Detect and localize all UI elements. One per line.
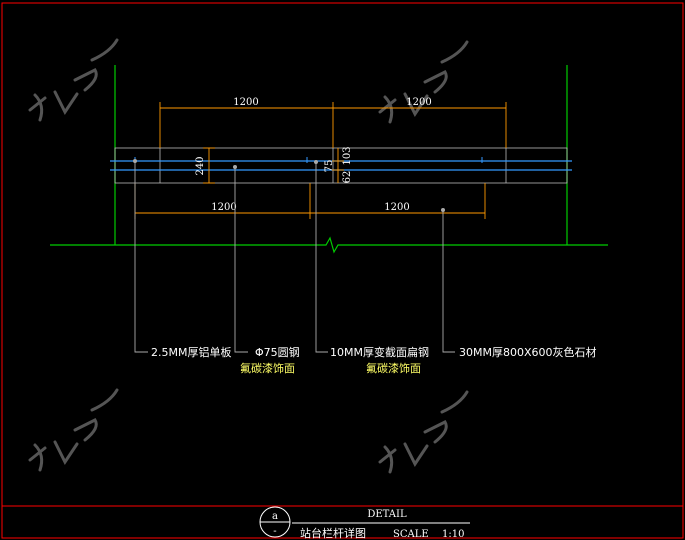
ground-line (50, 236, 608, 254)
label-round-steel: Φ75圆钢 (255, 346, 300, 359)
scale-value: 1:10 (442, 529, 464, 540)
label-flat-steel-finish: 氟碳漆饰面 (366, 361, 421, 375)
drawing-title: 站台栏杆详图 (300, 526, 366, 540)
leader-dot-2 (233, 165, 237, 169)
dimension-vertical (203, 147, 344, 184)
leader-dot-3 (314, 160, 318, 164)
label-aluminium-panel: 2.5MM厚铝单板 (151, 345, 231, 359)
leader-dot-4 (441, 208, 445, 212)
label-flat-steel: 10MM厚变截面扁钢 (330, 345, 429, 359)
scale-label: SCALE (393, 529, 429, 540)
dim-mid-center: 75 (324, 160, 335, 173)
dim-top-left: 1200 (233, 97, 258, 108)
dim-bottom-right: 1200 (384, 202, 409, 213)
detail-symbol-bottom: - (273, 526, 276, 537)
dim-mid-upper: 103 (342, 146, 353, 165)
leader-lines (134, 161, 455, 353)
watermark-top-left (28, 38, 119, 122)
dim-bottom-left: 1200 (211, 202, 236, 213)
dim-top-right: 1200 (406, 97, 431, 108)
dimension-bottom (134, 183, 486, 219)
label-round-steel-finish: 氟碳漆饰面 (240, 361, 295, 375)
watermark-top-right (378, 40, 469, 124)
detail-heading: DETAIL (367, 509, 407, 520)
dim-mid-lower: 62 (342, 171, 353, 184)
dimension-top (159, 102, 507, 148)
dim-left-height: 240 (195, 156, 206, 175)
panel-frame (114, 147, 568, 184)
leader-dot-1 (133, 159, 137, 163)
detail-symbol-top: a (272, 511, 278, 522)
label-stone: 30MM厚800X600灰色石材 (459, 345, 597, 359)
watermark-bottom-left (28, 388, 119, 472)
watermark-bottom-right (378, 390, 469, 474)
